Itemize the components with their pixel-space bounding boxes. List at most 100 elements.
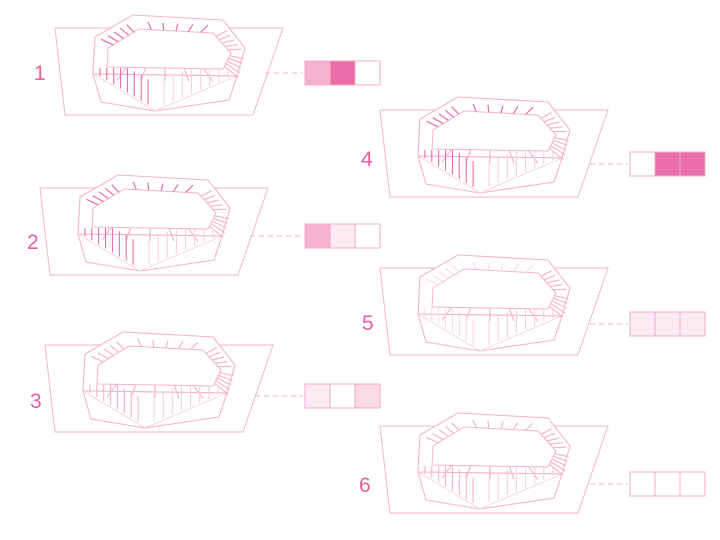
pavilion-front-fold <box>417 313 563 352</box>
slat-stripe <box>160 183 164 192</box>
swatch-cell <box>354 383 381 409</box>
swatch-cell <box>629 311 656 337</box>
slat-stripe <box>130 384 137 398</box>
pavilion-inner-rim <box>431 110 557 152</box>
slat-stripe <box>441 148 452 163</box>
slat-stripe <box>487 262 490 271</box>
pavilion-front-fold <box>92 73 238 112</box>
slat-stripe <box>444 425 455 434</box>
swatch-cell <box>679 471 706 497</box>
slat-stripe <box>97 352 109 360</box>
slat-stripe <box>487 420 490 429</box>
slat-stripe <box>91 355 104 363</box>
slat-stripe <box>86 198 99 206</box>
swatch-row <box>629 311 706 337</box>
slat-stripe <box>223 65 239 78</box>
slat-stripe <box>500 105 504 114</box>
slat-stripe <box>210 223 225 234</box>
slat-stripe <box>465 307 472 321</box>
panel-3: 3 <box>30 331 381 433</box>
slat-stripe <box>549 126 563 129</box>
slat-stripe <box>432 433 444 441</box>
slat-stripe <box>472 419 477 428</box>
slat-stripe <box>228 57 243 64</box>
slat-stripe <box>175 23 179 32</box>
panel-number-label: 6 <box>359 474 371 497</box>
slat-stripe <box>214 361 228 364</box>
slat-stripe <box>540 270 552 277</box>
swatch-cell <box>654 311 681 337</box>
slat-stripe <box>465 149 472 163</box>
slat-stripe <box>116 66 127 81</box>
slat-stripe <box>225 63 240 74</box>
swatch-cell <box>354 60 381 86</box>
slat-stripe <box>500 421 504 430</box>
slat-stripe <box>218 34 231 41</box>
swatch-row <box>304 383 381 409</box>
slat-stripe <box>549 442 563 445</box>
slat-stripe <box>208 225 224 238</box>
slat-stripe <box>173 385 180 399</box>
slat-stripe <box>451 106 460 115</box>
slat-stripe <box>140 67 147 81</box>
panel-6: 6 <box>359 412 706 514</box>
slat-stripe <box>214 215 229 220</box>
slat-stripe <box>226 60 242 69</box>
slat-stripe <box>152 339 155 348</box>
slat-stripes <box>84 181 229 266</box>
slat-stripe <box>132 181 137 190</box>
slat-stripe <box>200 190 212 197</box>
slat-stripe <box>546 437 560 442</box>
slat-stripe <box>550 145 565 156</box>
slat-stripe <box>553 139 568 146</box>
slat-stripe <box>551 142 567 151</box>
slat-stripe <box>508 150 515 164</box>
swatch-cell <box>654 471 681 497</box>
slat-stripe <box>508 466 515 480</box>
swatch-cell <box>329 60 356 86</box>
slat-stripe <box>205 347 217 354</box>
slat-stripe <box>512 422 519 430</box>
pavilion-inner-rim <box>431 426 557 468</box>
slat-stripes <box>99 21 244 106</box>
panel-4: 4 <box>361 96 706 198</box>
slat-stripe <box>107 35 119 43</box>
slat-stripe <box>106 383 117 398</box>
slat-stripe <box>550 461 565 472</box>
pavilion-inner-rim <box>96 345 222 387</box>
slat-stripe <box>548 305 564 318</box>
swatch-row <box>629 471 706 497</box>
swatch-row <box>629 151 706 177</box>
slat-stripe <box>211 220 227 229</box>
slat-stripes <box>424 261 569 346</box>
swatch-row <box>304 223 381 249</box>
swatch-row <box>304 60 381 86</box>
slat-stripe <box>193 385 204 400</box>
slat-stripe <box>444 109 455 118</box>
slat-stripe <box>525 422 534 431</box>
slat-stripe <box>215 380 230 391</box>
slat-stripe <box>185 184 194 193</box>
pavilion-inner-rim <box>106 28 232 70</box>
slat-stripe <box>137 338 142 347</box>
slat-stripe <box>213 217 228 224</box>
slat-stripe <box>540 112 552 119</box>
slat-stripe <box>472 261 477 270</box>
slat-stripe <box>147 182 150 191</box>
slat-stripe <box>211 356 225 361</box>
slat-stripe <box>113 31 124 39</box>
slat-stripe <box>208 351 221 358</box>
slat-stripe <box>426 120 439 128</box>
panel-number-label: 2 <box>27 231 39 254</box>
slat-stripe <box>551 300 567 309</box>
slat-stripe <box>549 284 563 287</box>
slat-stripe <box>543 116 556 123</box>
slat-stripe <box>508 308 515 322</box>
slat-stripe <box>126 24 135 33</box>
slat-stripe <box>109 344 120 353</box>
panel-5: 5 <box>362 254 706 356</box>
slat-stripe <box>540 428 552 435</box>
slat-stripe <box>451 422 460 431</box>
panel-number-label: 5 <box>362 312 374 335</box>
